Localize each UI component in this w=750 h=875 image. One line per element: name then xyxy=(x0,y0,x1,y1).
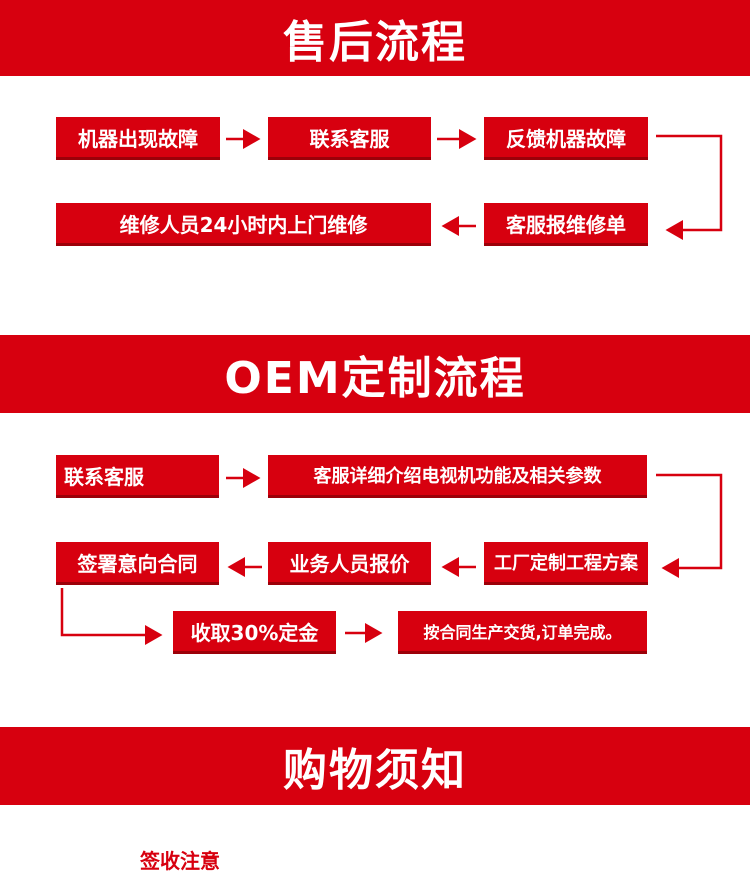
after-sales-step-2: 联系客服 xyxy=(268,117,431,160)
shopping-title: 购物须知 xyxy=(283,745,467,796)
after-sales-step-3: 反馈机器故障 xyxy=(484,117,648,160)
oem-step-5: 签署意向合同 xyxy=(56,542,219,585)
oem-title: OEM定制流程 xyxy=(224,353,526,404)
oem-step-1: 联系客服 xyxy=(56,455,219,498)
after-sales-banner: 售后流程 xyxy=(0,0,750,76)
after-sales-step-1: 机器出现故障 xyxy=(56,117,220,160)
oem-step-7: 按合同生产交货,订单完成。 xyxy=(398,611,647,654)
oem-banner: OEM定制流程 xyxy=(0,335,750,413)
after-sales-step-4: 客服报维修单 xyxy=(484,203,648,246)
arrow-elbow-icon xyxy=(656,134,723,240)
oem-step-2: 客服详细介绍电视机功能及相关参数 xyxy=(268,455,647,498)
notice-heading: 签收注意 xyxy=(140,849,220,873)
oem-step-4: 业务人员报价 xyxy=(268,542,431,585)
arrow-elbow-icon xyxy=(60,588,163,645)
shopping-banner: 购物须知 xyxy=(0,727,750,805)
after-sales-title: 售后流程 xyxy=(283,17,467,68)
oem-step-3: 工厂定制工程方案 xyxy=(484,542,648,585)
oem-step-6: 收取30%定金 xyxy=(173,611,336,654)
after-sales-step-5: 维修人员24小时内上门维修 xyxy=(56,203,431,246)
arrow-elbow-icon xyxy=(656,473,723,578)
